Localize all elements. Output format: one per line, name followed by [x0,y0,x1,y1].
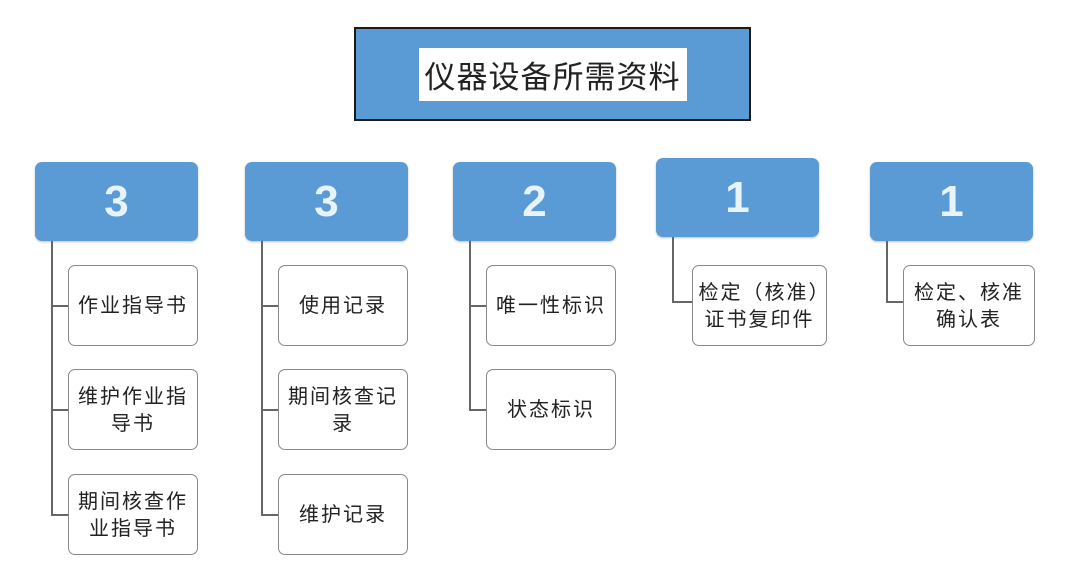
connector [469,241,471,411]
column-3-count: 2 [453,162,616,241]
item-box: 检定、核准确认表 [903,265,1035,346]
item-box: 使用记录 [278,265,408,346]
item-box: 唯一性标识 [486,265,616,346]
item-box: 维护记录 [278,474,408,555]
item-box: 检定（核准）证书复印件 [692,265,827,346]
connector [261,514,278,516]
connector [51,305,68,307]
column-4-count: 1 [656,158,819,237]
connector [469,305,486,307]
connector [886,301,904,303]
item-box: 作业指导书 [68,265,198,346]
item-box: 状态标识 [486,369,616,450]
column-2-count: 3 [245,162,408,241]
column-1-count: 3 [35,162,198,241]
connector [51,409,68,411]
item-box: 期间核查作业指导书 [68,474,198,555]
column-5-count: 1 [870,162,1033,241]
connector [261,241,263,516]
connector [51,514,68,516]
connector [469,409,486,411]
connector [672,301,693,303]
item-box: 维护作业指导书 [68,369,198,450]
title-box: 仪器设备所需资料 [354,27,751,121]
diagram-title: 仪器设备所需资料 [418,47,687,101]
item-box: 期间核查记录 [278,369,408,450]
connector [51,241,53,516]
connector [261,305,278,307]
connector [261,409,278,411]
connector [672,237,674,303]
connector [886,241,888,303]
